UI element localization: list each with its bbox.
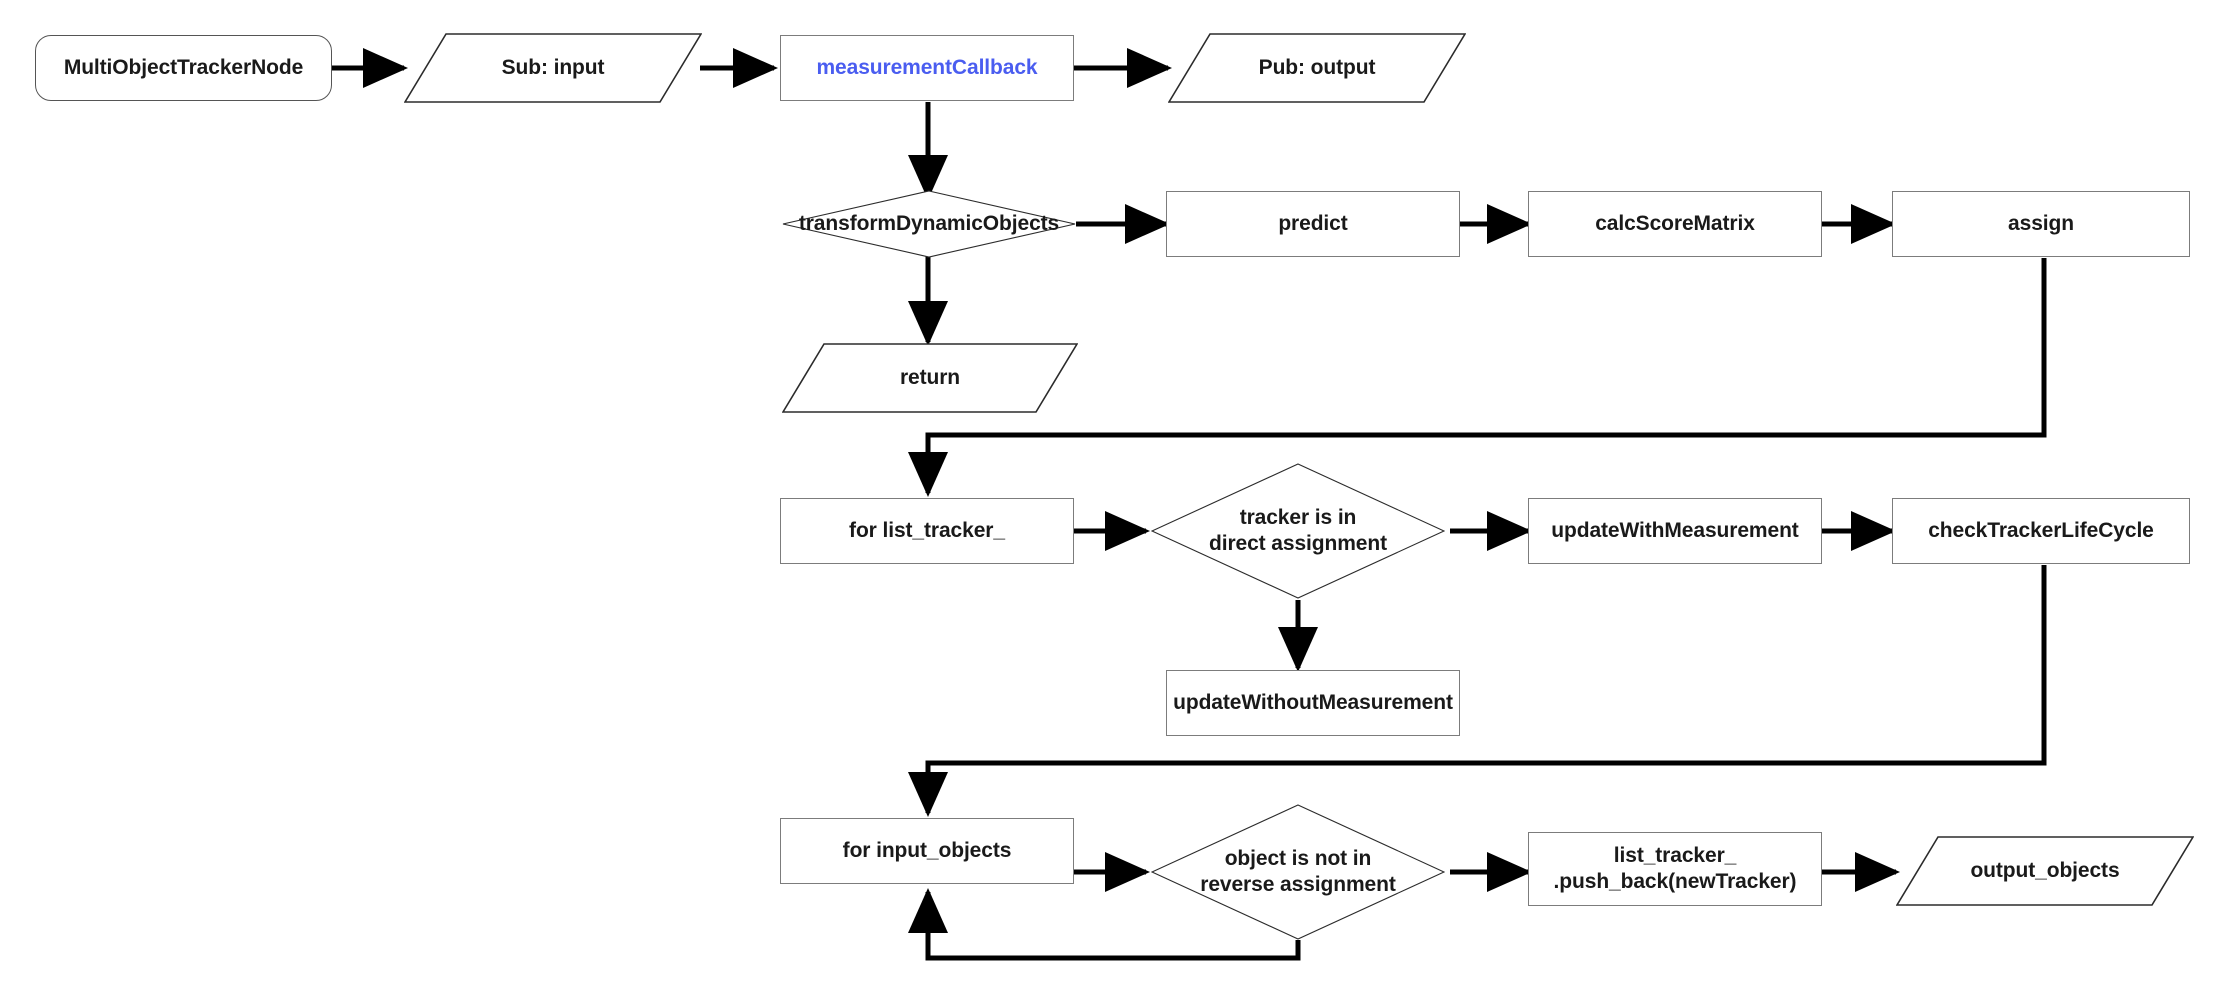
node-label: assign xyxy=(2008,211,2074,235)
diamond-shape xyxy=(782,190,1076,258)
edge-assign-to-for-list-tracker xyxy=(908,258,2047,498)
parallelogram-shape xyxy=(404,33,702,103)
node-predict[interactable]: predict xyxy=(1166,191,1460,257)
node-return[interactable]: return xyxy=(782,343,1078,413)
node-transform-dynamic-objects[interactable]: transformDynamicObjects xyxy=(782,190,1076,258)
node-assign[interactable]: assign xyxy=(1892,191,2190,257)
node-output-objects[interactable]: output_objects xyxy=(1896,836,2194,906)
node-multi-object-tracker-node[interactable]: MultiObjectTrackerNode xyxy=(35,35,332,101)
node-label: checkTrackerLifeCycle xyxy=(1928,518,2154,542)
node-label: measurementCallback xyxy=(816,55,1038,79)
node-for-input-objects[interactable]: for input_objects xyxy=(780,818,1074,884)
node-label: list_tracker_ .push_back(newTracker) xyxy=(1553,843,1797,893)
node-label: MultiObjectTrackerNode xyxy=(63,55,304,79)
node-calc-score-matrix[interactable]: calcScoreMatrix xyxy=(1528,191,1822,257)
node-label: predict xyxy=(1278,211,1348,235)
node-pub-output[interactable]: Pub: output xyxy=(1168,33,1466,103)
node-sub-input[interactable]: Sub: input xyxy=(404,33,702,103)
node-update-with-measurement[interactable]: updateWithMeasurement xyxy=(1528,498,1822,564)
node-label: for input_objects xyxy=(842,838,1012,862)
node-label: calcScoreMatrix xyxy=(1595,211,1755,235)
edge-check-lifecycle-to-for-input-objects xyxy=(908,565,2047,818)
diamond-shape xyxy=(1151,463,1445,599)
parallelogram-shape xyxy=(1168,33,1466,103)
node-for-list-tracker[interactable]: for list_tracker_ xyxy=(780,498,1074,564)
node-measurement-callback[interactable]: measurementCallback xyxy=(780,35,1074,101)
node-object-is-not-in-reverse-assignment[interactable]: object is not in reverse assignment xyxy=(1151,804,1445,940)
parallelogram-shape xyxy=(782,343,1078,413)
node-label: updateWithoutMeasurement xyxy=(1173,690,1453,714)
node-label: for list_tracker_ xyxy=(849,518,1005,542)
node-check-tracker-life-cycle[interactable]: checkTrackerLifeCycle xyxy=(1892,498,2190,564)
node-update-without-measurement[interactable]: updateWithoutMeasurement xyxy=(1166,670,1460,736)
diamond-shape xyxy=(1151,804,1445,940)
node-list-tracker-push-back[interactable]: list_tracker_ .push_back(newTracker) xyxy=(1528,832,1822,906)
node-label: updateWithMeasurement xyxy=(1551,518,1799,542)
node-tracker-is-in-direct-assignment[interactable]: tracker is in direct assignment xyxy=(1151,463,1445,599)
parallelogram-shape xyxy=(1896,836,2194,906)
